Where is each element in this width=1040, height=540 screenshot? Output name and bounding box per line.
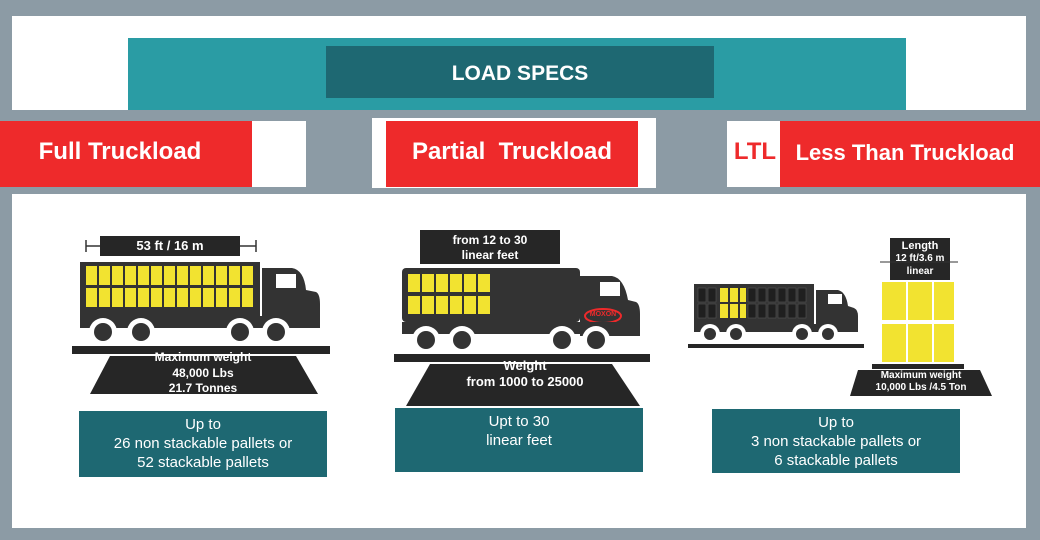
ptl-dimension-line2: linear feet — [461, 248, 519, 262]
ltl-empty-slots — [697, 287, 807, 319]
ftl-scale-top — [72, 346, 330, 354]
ltl-wheels — [700, 324, 838, 344]
ptl-wheels — [412, 326, 610, 354]
ltl-ground-line — [688, 344, 864, 348]
ltl-capacity-line1: Up to — [818, 414, 854, 431]
ltl-weight-label: Maximum weight — [880, 370, 962, 381]
ptl-scale-top — [394, 354, 650, 362]
ftl-weight-label: Maximum weight — [154, 350, 252, 364]
ltl-title: Less Than Truckload — [795, 140, 1015, 165]
ltl-capacity-box — [712, 409, 960, 473]
ptl-header-red — [386, 121, 638, 187]
ptl-pallets — [408, 274, 490, 314]
ptl-capacity-line1: Upt to 30 — [488, 413, 550, 430]
ptl-dimension-line1: from 12 to 30 — [452, 233, 528, 247]
ltl-length-value: 12 ft/3.6 m — [895, 253, 945, 264]
ltl-length-label-bg — [890, 238, 950, 280]
ftl-dimension-label-bg — [100, 236, 240, 256]
ltl-length-label: Length — [901, 240, 939, 252]
ftl-capacity-line1: Up to — [185, 416, 221, 433]
ltl-weight-value: 10,000 Lbs /4.5 Ton — [875, 382, 967, 393]
ftl-header-red — [0, 121, 252, 187]
ptl-weight-label: Weight — [503, 358, 547, 373]
ltl-capacity-line3: 6 stackable pallets — [774, 452, 898, 469]
ftl-weight-tonnes: 21.7 Tonnes — [168, 381, 238, 395]
ltl-scale-base — [850, 370, 992, 396]
ptl-title: Partial Truckload — [411, 138, 613, 165]
header-title-box — [326, 46, 714, 98]
ptl-scale-base — [406, 364, 640, 406]
ftl-scale-base — [90, 356, 318, 394]
ptl-truck-logo: MOXON — [589, 311, 617, 318]
ftl-weight-lbs: 48,000 Lbs — [172, 366, 234, 380]
ltl-header-red — [780, 121, 1040, 187]
ptl-dimension-label-bg — [420, 230, 560, 264]
ftl-title: Full Truckload — [38, 138, 202, 165]
ltl-stacked-pallets — [882, 282, 954, 362]
ltl-capacity-line2: 3 non stackable pallets or — [750, 433, 922, 450]
ptl-capacity-line2: linear feet — [486, 432, 552, 449]
ltl-truck-pallets — [720, 288, 746, 318]
ftl-dimension: 53 ft / 16 m — [136, 238, 204, 253]
ptl-truck-cab — [580, 276, 640, 336]
ptl-weight-range: from 1000 to 25000 — [466, 374, 584, 389]
ltl-scale-top — [872, 364, 964, 369]
ltl-length-unit: linear — [906, 266, 934, 277]
ltl-truck-cab — [816, 290, 858, 330]
ftl-wheels — [89, 318, 290, 346]
ltl-badge: LTL — [733, 138, 777, 165]
ftl-pallets — [86, 266, 253, 307]
ftl-capacity-line3: 52 stackable pallets — [137, 454, 269, 471]
ftl-capacity-box — [79, 411, 327, 477]
page-title: LOAD SPECS — [451, 62, 589, 85]
ptl-capacity-box — [395, 408, 643, 472]
ftl-capacity-line2: 26 non stackable pallets or — [113, 435, 293, 452]
